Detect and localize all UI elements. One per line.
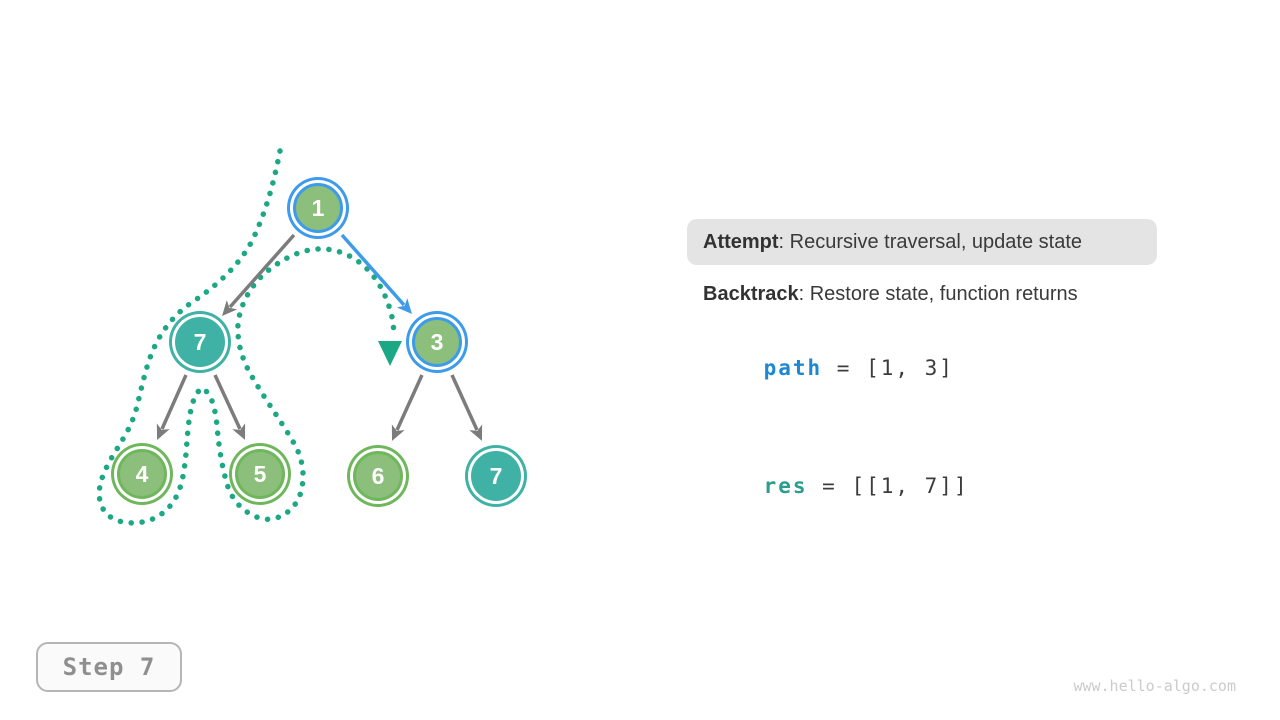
node-value: 7: [193, 328, 207, 355]
res-variable-line: res = [[1, 7]]: [705, 450, 969, 522]
step-indicator: Step 7: [36, 642, 182, 692]
node-value: 3: [430, 328, 444, 355]
tree-node-7-left: 7: [175, 317, 225, 367]
node-value: 6: [371, 462, 385, 489]
edge-3-7: [450, 374, 483, 441]
edge-3-6: [391, 374, 424, 441]
node-value: 4: [135, 460, 149, 487]
path-variable-name: path: [763, 356, 823, 380]
tree-node-5: 5: [235, 449, 285, 499]
edge-1-7: [222, 233, 296, 316]
step-label: Step 7: [62, 653, 156, 681]
edge-7-5: [213, 374, 246, 440]
node-value: 1: [311, 194, 325, 221]
watermark: www.hello-algo.com: [1073, 677, 1236, 695]
tree-node-7-right: 7: [471, 451, 521, 501]
attempt-text: Attempt: Recursive traversal, update sta…: [703, 230, 1083, 253]
backtrack-caption: Backtrack: Restore state, function retur…: [703, 283, 1078, 305]
edge-1-3-active: [340, 233, 412, 314]
traversal-trail-dotted-path: [96, 148, 397, 526]
path-variable-value: = [1, 3]: [822, 356, 954, 380]
tree-node-4: 4: [117, 449, 167, 499]
tree-node-1: 1: [293, 183, 343, 233]
path-variable-line: path = [1, 3]: [705, 332, 954, 404]
node-value: 5: [253, 460, 267, 487]
attempt-callout: Attempt: Recursive traversal, update sta…: [687, 219, 1157, 265]
attempt-label: Attempt: [703, 230, 779, 253]
backtrack-label: Backtrack: [703, 283, 799, 305]
trail-arrowhead-icon: [378, 341, 402, 366]
res-variable-value: = [[1, 7]]: [807, 474, 969, 498]
res-variable-name: res: [763, 474, 808, 498]
tree-node-6: 6: [353, 451, 403, 501]
edge-7-4: [156, 374, 188, 440]
tree-node-3: 3: [412, 317, 462, 367]
node-value: 7: [489, 462, 503, 489]
